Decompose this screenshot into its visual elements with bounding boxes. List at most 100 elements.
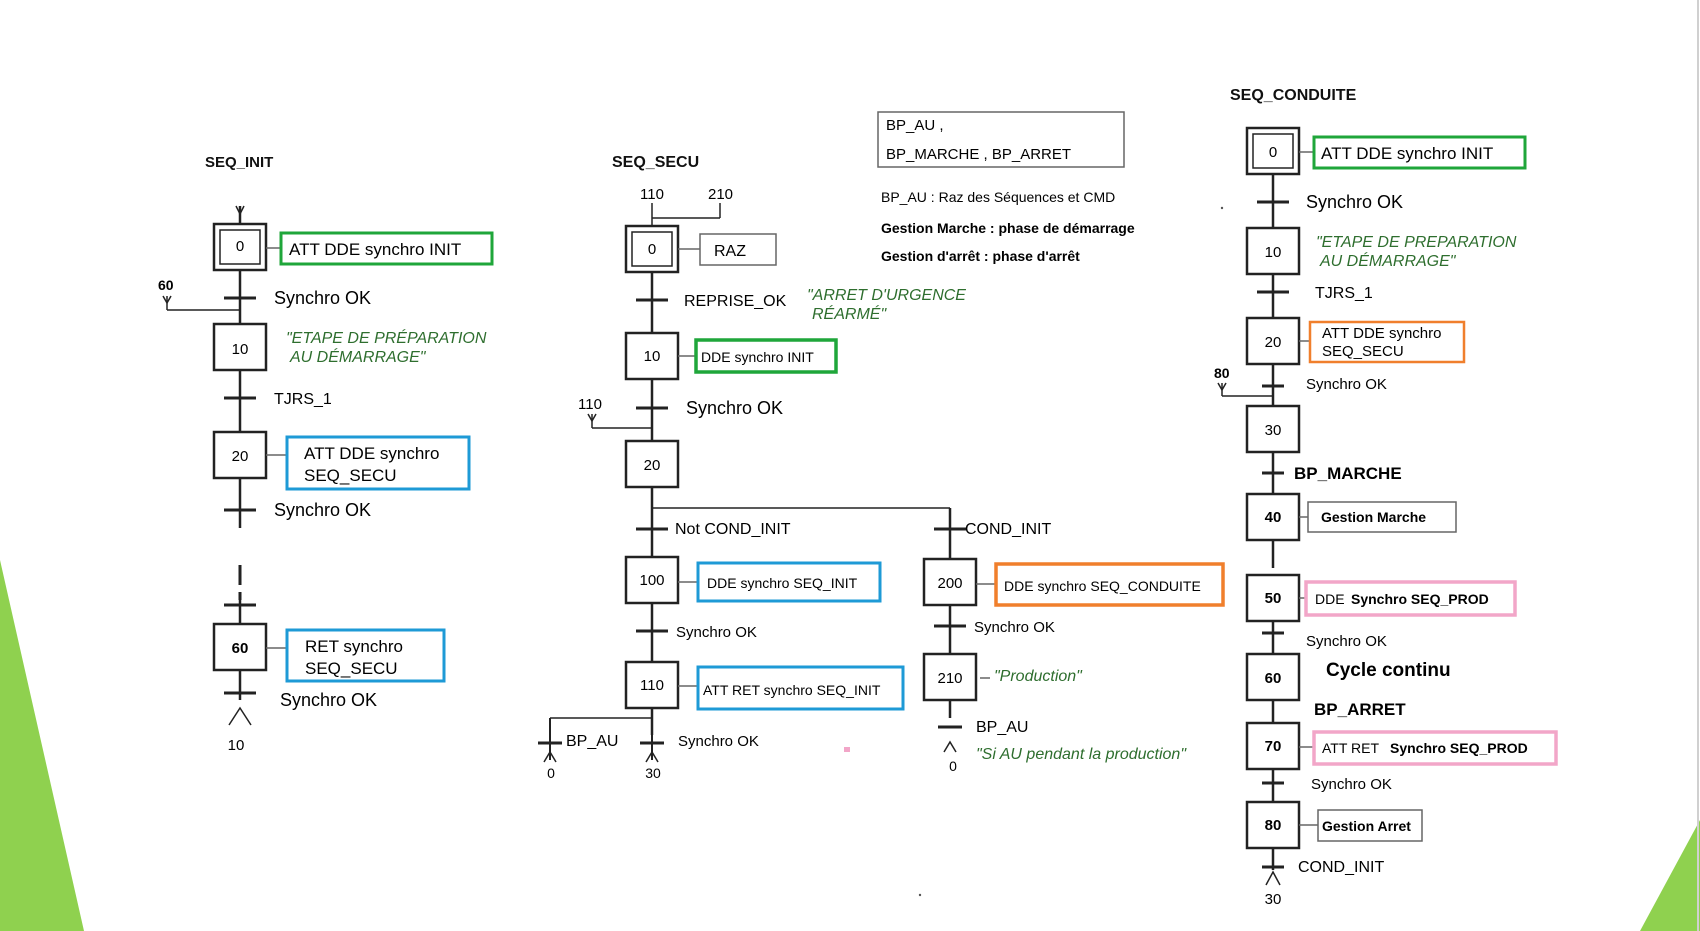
seq-conduite-step-80: 80	[1265, 817, 1282, 834]
seq-conduite-transition-0: Synchro OK	[1306, 192, 1403, 212]
seq-conduite-action-80	[1317, 809, 1423, 842]
seq-init-step-60: 60	[232, 640, 249, 657]
seq-conduite-action-80-text: Gestion Arret	[1322, 818, 1411, 834]
seq-secu-comment-si-au: "Si AU pendant la production"	[976, 746, 1187, 763]
seq-init-action-0	[279, 231, 494, 266]
seq-secu-step-10: 10	[644, 348, 661, 365]
seq-conduite-action-0-text: ATT DDE synchro INIT	[1321, 144, 1493, 163]
seq-secu-transition-synchro-2: Synchro OK	[676, 624, 757, 641]
seq-conduite-transition-3: BP_MARCHE	[1294, 464, 1402, 483]
legend-note-0: BP_AU : Raz des Séquences et CMD	[881, 189, 1115, 205]
seq-conduite-action-40-text: Gestion Marche	[1321, 509, 1426, 525]
seq-init-comment-line1: "ETAPE DE PRÉPARATION	[286, 328, 487, 347]
seq-secu-jump-from: 110	[578, 396, 602, 413]
seq-conduite-step-0: 0	[1269, 144, 1277, 161]
seq-init-grafcet: SEQ_INIT 0 ATT DDE synchro INIT Synchro …	[158, 154, 494, 754]
seq-secu-transition-synchro-4: Synchro OK	[974, 619, 1055, 636]
seq-conduite-action-20-line2: SEQ_SECU	[1322, 343, 1404, 360]
seq-conduite-action-40	[1307, 501, 1457, 533]
legend-box-line1: BP_AU ,	[886, 117, 944, 134]
seq-secu-title: SEQ_SECU	[612, 154, 699, 171]
seq-init-jump-from: 60	[158, 277, 174, 293]
seq-secu-transition-synchro-1: Synchro OK	[686, 398, 783, 418]
seq-secu-transition-reprise: REPRISE_OK	[684, 293, 787, 310]
seq-init-transition-2: Synchro OK	[274, 500, 371, 520]
legend-note-1: Gestion Marche : phase de démarrage	[881, 220, 1135, 236]
seq-secu-jump-target-30: 30	[645, 765, 661, 781]
seq-init-jump-to: 10	[228, 737, 245, 754]
seq-conduite-comment-line1: "ETAPE DE PREPARATION	[1316, 234, 1517, 251]
seq-secu-jump-target-0a: 0	[547, 765, 555, 781]
seq-conduite-jump-to: 30	[1265, 891, 1282, 908]
seq-conduite-transition-1: TJRS_1	[1315, 285, 1373, 302]
seq-init-transition-1: TJRS_1	[274, 391, 332, 408]
seq-secu-step-200: 200	[937, 575, 962, 592]
seq-conduite-grafcet: SEQ_CONDUITE 0 ATT DDE synchro INIT Sync…	[1214, 87, 1558, 908]
seq-secu-action-200	[994, 562, 1225, 607]
seq-secu-transition-bp-au-2: BP_AU	[976, 719, 1028, 736]
seq-conduite-step-10: 10	[1265, 244, 1282, 261]
seq-secu-step-20: 20	[644, 457, 661, 474]
seq-secu-jump-target-0b: 0	[949, 758, 957, 774]
seq-init-title: SEQ_INIT	[205, 154, 273, 171]
seq-init-transition-0: Synchro OK	[274, 288, 371, 308]
seq-secu-transition-synchro-3: Synchro OK	[678, 733, 759, 750]
seq-conduite-step-40: 40	[1265, 509, 1282, 526]
seq-conduite-transition-7: COND_INIT	[1298, 859, 1384, 876]
seq-secu-comment-au-line1: "ARRET D'URGENCE	[807, 287, 966, 304]
seq-init-action-20-line2: SEQ_SECU	[304, 466, 397, 485]
seq-conduite-action-20-line1: ATT DDE synchro	[1322, 325, 1441, 342]
seq-secu-action-200-text: DDE synchro SEQ_CONDUITE	[1004, 578, 1201, 594]
seq-secu-comment-au-line2: RÉARMÉ"	[812, 304, 887, 323]
seq-conduite-transition-5: BP_ARRET	[1314, 700, 1406, 719]
seq-secu-grafcet: SEQ_SECU 110 210 0 RAZ REPRISE_OK "ARRET…	[538, 154, 1225, 781]
seq-conduite-step-60: 60	[1265, 670, 1282, 687]
seq-conduite-transition-4: Synchro OK	[1306, 633, 1387, 650]
seq-secu-action-10	[694, 338, 838, 374]
seq-conduite-action-70-prefix: ATT RET	[1322, 740, 1379, 756]
seq-init-action-60	[285, 628, 446, 683]
seq-init-transition-3: Synchro OK	[280, 690, 377, 710]
seq-init-action-20-line1: ATT DDE synchro	[304, 444, 439, 463]
legend-note-2: Gestion d'arrêt : phase d'arrêt	[881, 248, 1080, 264]
seq-conduite-step-30: 30	[1265, 422, 1282, 439]
seq-conduite-action-0	[1312, 135, 1527, 170]
seq-init-step-0: 0	[236, 238, 244, 255]
seq-conduite-action-70-text: Synchro SEQ_PROD	[1390, 740, 1528, 756]
seq-init-step-10: 10	[232, 341, 249, 358]
seq-secu-comment-production: "Production"	[994, 668, 1083, 685]
seq-secu-action-100-text: DDE synchro SEQ_INIT	[707, 575, 858, 591]
seq-conduite-action-50-prefix: DDE	[1315, 591, 1345, 607]
seq-init-action-60-line2: SEQ_SECU	[305, 659, 398, 678]
seq-secu-transition-not-cond-init: Not COND_INIT	[675, 521, 791, 538]
seq-init-action-20	[285, 435, 471, 491]
seq-init-comment-line2: AU DÉMARRAGE"	[289, 347, 427, 366]
seq-init-step-20: 20	[232, 448, 249, 465]
seq-secu-entry-210: 210	[708, 186, 733, 203]
seq-secu-action-10-text: DDE synchro INIT	[701, 349, 814, 365]
seq-secu-action-110	[696, 665, 905, 711]
seq-secu-action-raz	[699, 233, 777, 266]
seq-conduite-title: SEQ_CONDUITE	[1230, 87, 1357, 104]
seq-conduite-action-20	[1308, 320, 1466, 364]
seq-secu-step-110: 110	[640, 677, 664, 694]
seq-conduite-action-70	[1312, 730, 1558, 766]
seq-conduite-step-20: 20	[1265, 334, 1282, 351]
seq-secu-transition-cond-init: COND_INIT	[965, 521, 1051, 538]
seq-conduite-action-60-text: Cycle continu	[1326, 660, 1451, 681]
legend-box-line2: BP_MARCHE , BP_ARRET	[886, 146, 1071, 163]
seq-secu-step-100: 100	[639, 572, 664, 589]
seq-conduite-transition-6: Synchro OK	[1311, 776, 1392, 793]
seq-secu-step-210: 210	[937, 670, 962, 687]
seq-secu-step-0: 0	[648, 241, 656, 258]
seq-secu-action-100	[696, 561, 882, 603]
seq-conduite-step-70: 70	[1265, 738, 1282, 755]
seq-secu-action-raz-text: RAZ	[714, 243, 746, 260]
legend-box	[877, 111, 1125, 168]
seq-secu-action-110-text: ATT RET synchro SEQ_INIT	[703, 682, 881, 698]
seq-conduite-step-50: 50	[1265, 590, 1282, 607]
right-decor-triangle	[1640, 820, 1700, 931]
seq-conduite-action-50	[1304, 580, 1517, 617]
seq-conduite-transition-2: Synchro OK	[1306, 376, 1387, 393]
